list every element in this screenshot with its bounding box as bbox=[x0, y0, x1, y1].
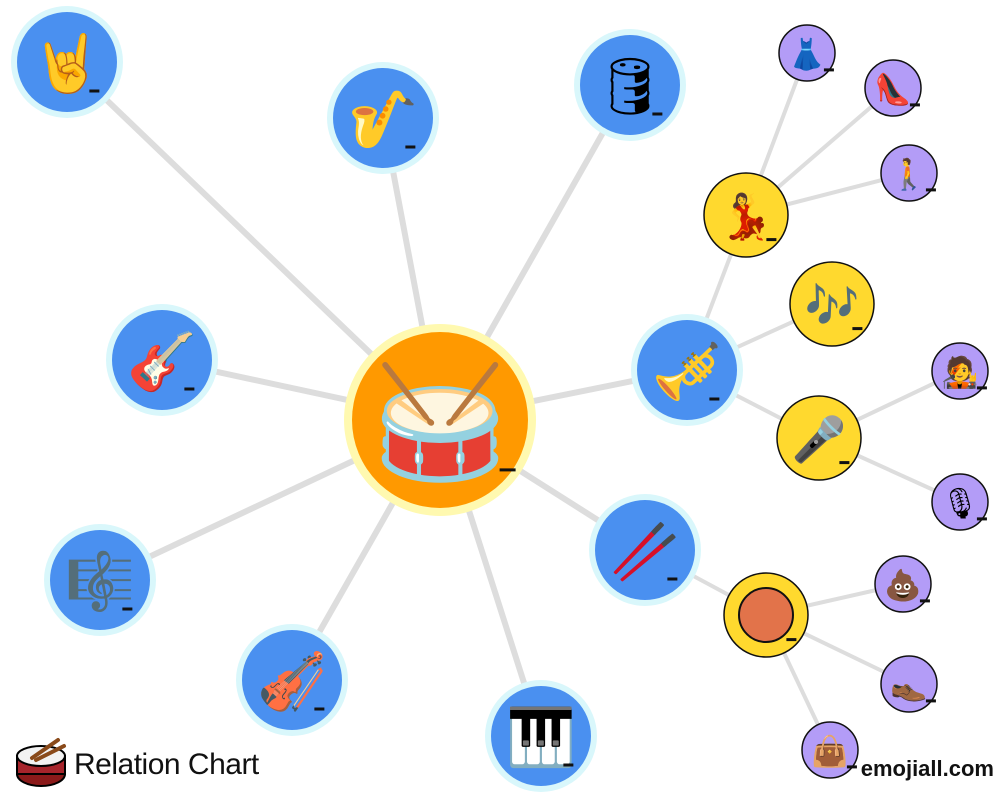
guitar-icon: 🎸 bbox=[127, 330, 197, 395]
sign-of-the-horns-icon: 🤘 bbox=[32, 30, 102, 97]
woman-dancing-icon: 💃 bbox=[719, 192, 774, 243]
node-microphone[interactable]: 🎤 bbox=[776, 395, 862, 481]
nodes-layer: 🥁 🤘 🎷 🛢 🎸 🎺 🎼 🥢 🎻 🎹 💃 🎶 🎤 👗 👠 🚶 🧑‍🎤 🎙 💩 👞 👜 bbox=[11, 6, 989, 792]
node-circle bbox=[703, 172, 789, 258]
node-circle bbox=[491, 686, 591, 786]
trumpet-icon: 🎺 bbox=[652, 340, 722, 405]
studio-microphone-icon: 🎙 bbox=[941, 487, 979, 522]
node-poop[interactable]: 💩 bbox=[874, 555, 932, 613]
chopsticks-icon: 🥢 bbox=[610, 520, 680, 585]
node-guitar[interactable]: 🎸 bbox=[106, 304, 218, 416]
node-circle bbox=[17, 12, 117, 112]
node-musical-notes[interactable]: 🎶 bbox=[789, 261, 875, 347]
node-singer[interactable]: 🧑‍🎤 bbox=[931, 342, 989, 400]
drum-icon: 🥁 bbox=[372, 358, 510, 486]
node-marker bbox=[184, 387, 195, 391]
singer-icon: 🧑‍🎤 bbox=[941, 354, 978, 391]
violin-icon: 🎻 bbox=[257, 650, 327, 715]
node-marker bbox=[786, 638, 797, 642]
node-circle bbox=[874, 555, 932, 613]
node-musical-score[interactable]: 🎼 bbox=[44, 524, 156, 636]
node-marker bbox=[122, 607, 133, 611]
node-circle bbox=[50, 530, 150, 630]
site-label[interactable]: emojiall.com bbox=[860, 756, 994, 781]
node-drum[interactable]: 🥁 bbox=[344, 324, 536, 516]
node-marker bbox=[925, 188, 936, 192]
node-marker bbox=[823, 68, 834, 72]
node-marker bbox=[839, 461, 850, 465]
pile-of-poo-icon: 💩 bbox=[884, 568, 921, 604]
man-walking-icon: 🚶 bbox=[890, 157, 927, 193]
node-marker bbox=[89, 89, 100, 93]
node-circle bbox=[637, 320, 737, 420]
musical-score-icon: 🎼 bbox=[65, 550, 135, 615]
node-circle bbox=[112, 310, 212, 410]
node-marker bbox=[405, 145, 416, 149]
node-marker bbox=[919, 599, 930, 603]
node-circle bbox=[580, 35, 680, 135]
node-circle bbox=[801, 721, 859, 779]
node-marker bbox=[976, 517, 987, 521]
chart-title: Relation Chart bbox=[74, 748, 259, 781]
node-man-walking[interactable]: 🚶 bbox=[880, 144, 938, 202]
node-oil-drum[interactable]: 🛢 bbox=[574, 29, 686, 141]
musical-keyboard-icon: 🎹 bbox=[506, 706, 576, 771]
node-circle bbox=[931, 342, 989, 400]
node-marker bbox=[563, 763, 574, 767]
node-violin[interactable]: 🎻 bbox=[236, 624, 348, 736]
node-circle bbox=[778, 24, 836, 82]
node-marker bbox=[846, 765, 857, 769]
node-circle bbox=[931, 473, 989, 531]
node-marker bbox=[976, 386, 987, 390]
node-circle bbox=[333, 68, 433, 168]
node-handbag[interactable]: 👜 bbox=[801, 721, 859, 779]
node-marker bbox=[652, 112, 663, 116]
node-sign-of-horns[interactable]: 🤘 bbox=[11, 6, 123, 118]
node-studio-mic[interactable]: 🎙 bbox=[931, 473, 989, 531]
node-saxophone[interactable]: 🎷 bbox=[327, 62, 439, 174]
node-woman-dancing[interactable]: 💃 bbox=[703, 172, 789, 258]
node-circle bbox=[242, 630, 342, 730]
node-circle bbox=[595, 500, 695, 600]
node-marker bbox=[925, 699, 936, 703]
node-circle bbox=[789, 261, 875, 347]
node-keyboard[interactable]: 🎹 bbox=[485, 680, 597, 792]
musical-notes-icon: 🎶 bbox=[805, 281, 860, 332]
mans-shoe-icon: 👞 bbox=[890, 669, 927, 704]
node-circle bbox=[776, 395, 862, 481]
node-mans-shoe[interactable]: 👞 bbox=[880, 655, 938, 713]
handbag-icon: 👜 bbox=[811, 734, 848, 770]
dress-icon: 👗 bbox=[788, 37, 825, 73]
node-marker bbox=[766, 238, 777, 242]
node-high-heel[interactable]: 👠 bbox=[864, 59, 922, 117]
node-circle bbox=[880, 144, 938, 202]
node-circle bbox=[864, 59, 922, 117]
node-marker bbox=[499, 468, 516, 472]
node-circle bbox=[880, 655, 938, 713]
saxophone-icon: 🎷 bbox=[348, 88, 418, 153]
orange-circle-icon bbox=[738, 587, 794, 643]
microphone-icon: 🎤 bbox=[792, 413, 847, 466]
node-chopsticks[interactable]: 🥢 bbox=[589, 494, 701, 606]
node-trumpet[interactable]: 🎺 bbox=[631, 314, 743, 426]
node-dress[interactable]: 👗 bbox=[778, 24, 836, 82]
node-orange-circle[interactable] bbox=[723, 572, 809, 658]
high-heeled-shoe-icon: 👠 bbox=[874, 71, 911, 108]
node-marker bbox=[667, 577, 678, 581]
drum-logo-icon bbox=[16, 738, 66, 787]
node-marker bbox=[909, 103, 920, 107]
oil-drum-icon: 🛢 bbox=[594, 55, 665, 120]
node-circle bbox=[352, 332, 528, 508]
node-marker bbox=[314, 707, 325, 711]
node-marker bbox=[709, 397, 720, 401]
node-marker bbox=[852, 327, 863, 331]
